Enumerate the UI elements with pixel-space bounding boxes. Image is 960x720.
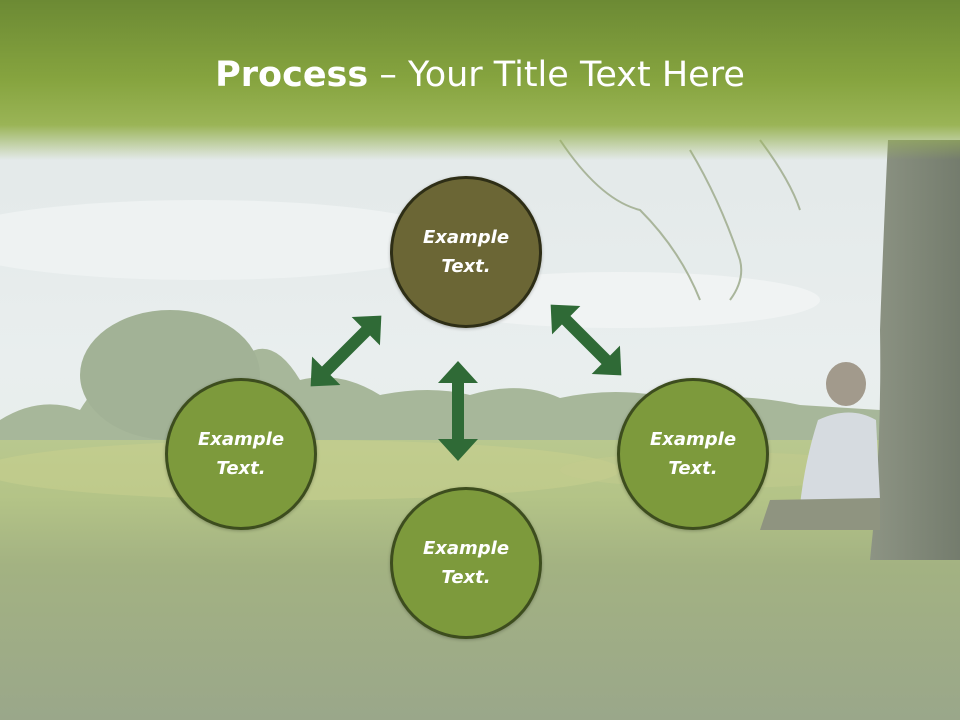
double-arrow-icon [438,361,478,461]
process-node-top[interactable]: Example Text. [390,176,542,328]
process-node-bottom[interactable]: Example Text. [390,487,542,639]
title-rest-text: – Your Title Text Here [368,55,745,95]
process-node-right-label: Example Text. [649,429,737,479]
process-node-top-label: Example Text. [422,227,510,277]
double-arrow-icon [536,290,636,390]
process-node-left[interactable]: Example Text. [165,378,317,530]
double-arrow-icon [296,301,396,401]
process-node-left-label: Example Text. [197,429,285,479]
process-node-bottom-label: Example Text. [422,538,510,588]
process-node-right[interactable]: Example Text. [617,378,769,530]
slide-title: Process – Your Title Text Here [0,52,960,98]
title-bold-text: Process [215,55,369,95]
title-band [0,0,960,160]
